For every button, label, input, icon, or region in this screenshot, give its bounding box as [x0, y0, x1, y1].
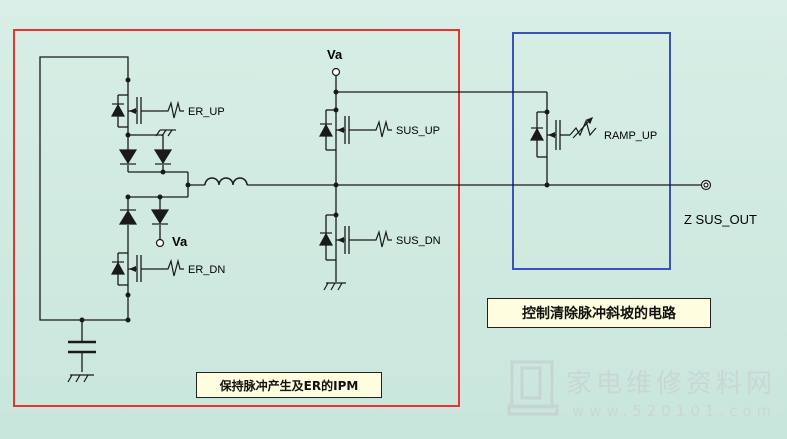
ipm-box — [13, 29, 460, 407]
sus-up-label: SUS_UP — [396, 125, 440, 137]
ramp-up-label: RAMP_UP — [604, 130, 657, 142]
z-sus-out-label: Z SUS_OUT — [684, 212, 757, 227]
va-top-label: Va — [327, 47, 343, 62]
ground-hatches — [67, 129, 346, 383]
va-mid-label: Va — [172, 234, 188, 249]
terminals — [155, 67, 712, 248]
ramp-caption: 控制清除脉冲斜坡的电路 — [487, 298, 711, 328]
er-up-label: ER_UP — [188, 106, 225, 118]
capacitor-icon — [68, 340, 96, 354]
gate-pulses — [162, 100, 597, 277]
transistor-arrows — [129, 108, 555, 272]
watermark-logo-icon — [507, 360, 559, 416]
sus-dn-label: SUS_DN — [396, 235, 441, 247]
inductor-icon — [204, 177, 248, 186]
er-dn-label: ER_DN — [188, 264, 225, 276]
ramp-box — [512, 32, 671, 270]
diodes — [110, 103, 545, 275]
watermark-url: www.520101.com — [572, 402, 777, 420]
watermark-title: 家电维修资料网 — [566, 369, 777, 399]
junction-dots — [79, 77, 550, 323]
ipm-caption: 保持脉冲产生及ER的IPM — [196, 372, 382, 398]
